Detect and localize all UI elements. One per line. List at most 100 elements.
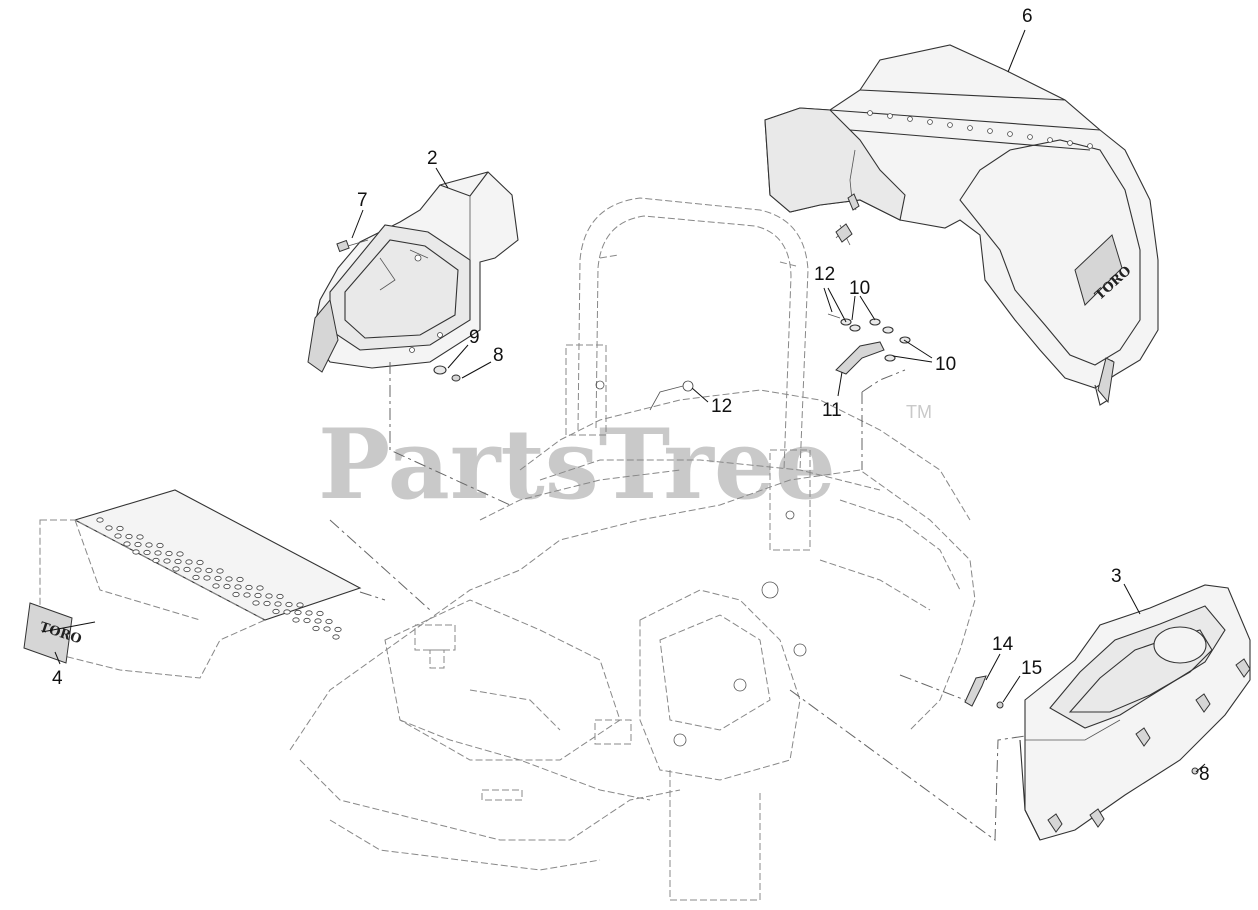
callout-12-left: 12	[711, 396, 732, 417]
callout-4: 4	[52, 668, 63, 689]
floor-perforation	[236, 576, 244, 583]
hardware-clip-12	[649, 380, 694, 411]
floor-perforation	[274, 601, 282, 607]
floor-perforation	[223, 583, 231, 590]
center-console	[639, 581, 807, 901]
floor-perforation	[296, 602, 304, 608]
floor-perforation	[252, 600, 260, 606]
shell-rivet-hole	[1067, 140, 1073, 146]
floor-perforation	[123, 541, 131, 547]
floor-perforation	[243, 592, 251, 598]
floor-perforation	[176, 551, 184, 557]
hardware-screw-8-right	[1191, 767, 1199, 775]
hardware-screw-15	[996, 701, 1004, 709]
shell-rivet-hole	[907, 116, 913, 122]
floor-perforation	[334, 626, 342, 633]
floor-perforation	[325, 618, 333, 625]
floor-perforation	[163, 558, 171, 564]
shell-rivet-hole	[967, 125, 973, 131]
leader-lines	[41, 29, 1206, 773]
callout-14: 14	[992, 634, 1014, 655]
floor-perforation	[172, 566, 180, 572]
floor-perforation	[323, 626, 331, 632]
floor-perforation	[292, 617, 300, 623]
shell-rivet-hole	[887, 113, 893, 119]
floor-perforation	[196, 559, 204, 566]
floor-perforation	[152, 557, 160, 564]
floor-perforation	[216, 568, 224, 574]
callout-2: 2	[427, 148, 438, 169]
floor-perforation	[125, 533, 133, 540]
callout-3: 3	[1111, 566, 1122, 587]
right-fender	[1019, 584, 1251, 841]
callout-8-right: 8	[1199, 764, 1210, 785]
floor-perforation	[294, 609, 302, 616]
floor-perforation	[265, 593, 273, 599]
hardware-bolt-7	[336, 239, 369, 253]
seat-platform	[384, 599, 632, 801]
floor-perforation	[254, 592, 262, 599]
floor-perforation	[132, 549, 140, 555]
floor-perforation	[154, 550, 162, 556]
floor-perforation	[116, 525, 124, 532]
floor-perforation	[332, 634, 340, 640]
hardware-bracket-14	[964, 675, 987, 707]
floor-perforation	[156, 542, 164, 549]
floor-perforation	[174, 558, 182, 565]
callout-9: 9	[469, 327, 480, 348]
floor-perforation	[194, 567, 202, 573]
hardware-screw-8	[451, 374, 461, 382]
floor-perforation	[96, 517, 104, 523]
shell-rivet-hole	[1047, 137, 1053, 143]
floor-perforation	[276, 593, 284, 600]
shell-rivet-hole	[1027, 134, 1033, 140]
callout-7: 7	[357, 190, 368, 211]
floor-perforation	[212, 583, 220, 589]
floor-perforation	[214, 575, 222, 582]
trademark-symbol: TM	[906, 402, 932, 422]
floor-perforation	[145, 542, 153, 548]
callout-numbers: 6 2 7 9 8 12 10 10 11 12 3 4 14 15 8	[52, 6, 1210, 785]
floor-perforation	[205, 567, 213, 574]
callout-6: 6	[1022, 6, 1033, 27]
floor-perforation	[263, 600, 271, 607]
callout-15: 15	[1021, 658, 1042, 679]
floor-perforation	[114, 533, 122, 539]
callout-8-left: 8	[493, 345, 504, 366]
floor-perforation	[283, 609, 291, 615]
hardware-washer-9	[433, 365, 447, 375]
floor-plate	[39, 489, 362, 679]
rollover-bar	[565, 197, 811, 551]
callout-12-top: 12	[814, 264, 835, 285]
callout-11: 11	[822, 400, 842, 421]
callout-10-top: 10	[849, 278, 870, 299]
floor-perforation	[185, 559, 193, 565]
floor-perforation	[256, 585, 264, 591]
floor-perforation	[285, 601, 293, 608]
floor-perforation	[225, 576, 233, 582]
floor-perforation	[305, 610, 313, 616]
floor-perforation	[134, 541, 142, 548]
left-fender	[307, 171, 519, 373]
chassis-frame	[289, 389, 976, 871]
shell-rivet-hole	[1007, 131, 1013, 137]
floor-perforation	[136, 534, 144, 540]
floor-perforation	[105, 525, 113, 531]
shell-rivet-hole	[927, 119, 933, 125]
callout-10-right: 10	[935, 354, 956, 375]
partstree-watermark: PartsTree	[318, 408, 836, 521]
floor-perforation	[165, 550, 173, 557]
floor-perforation	[192, 574, 200, 581]
shell-rivet-hole	[1087, 143, 1093, 149]
shell-rivet-hole	[987, 128, 993, 134]
floor-perforation	[203, 575, 211, 581]
floor-perforation	[232, 591, 240, 598]
floor-perforation	[245, 584, 253, 591]
floor-perforation	[234, 584, 242, 590]
shell-rivet-hole	[867, 110, 873, 116]
shell-rivet-hole	[947, 122, 953, 128]
assembly-lines	[329, 362, 1026, 841]
floor-perforation	[183, 566, 191, 573]
latch-hardware	[827, 313, 911, 470]
